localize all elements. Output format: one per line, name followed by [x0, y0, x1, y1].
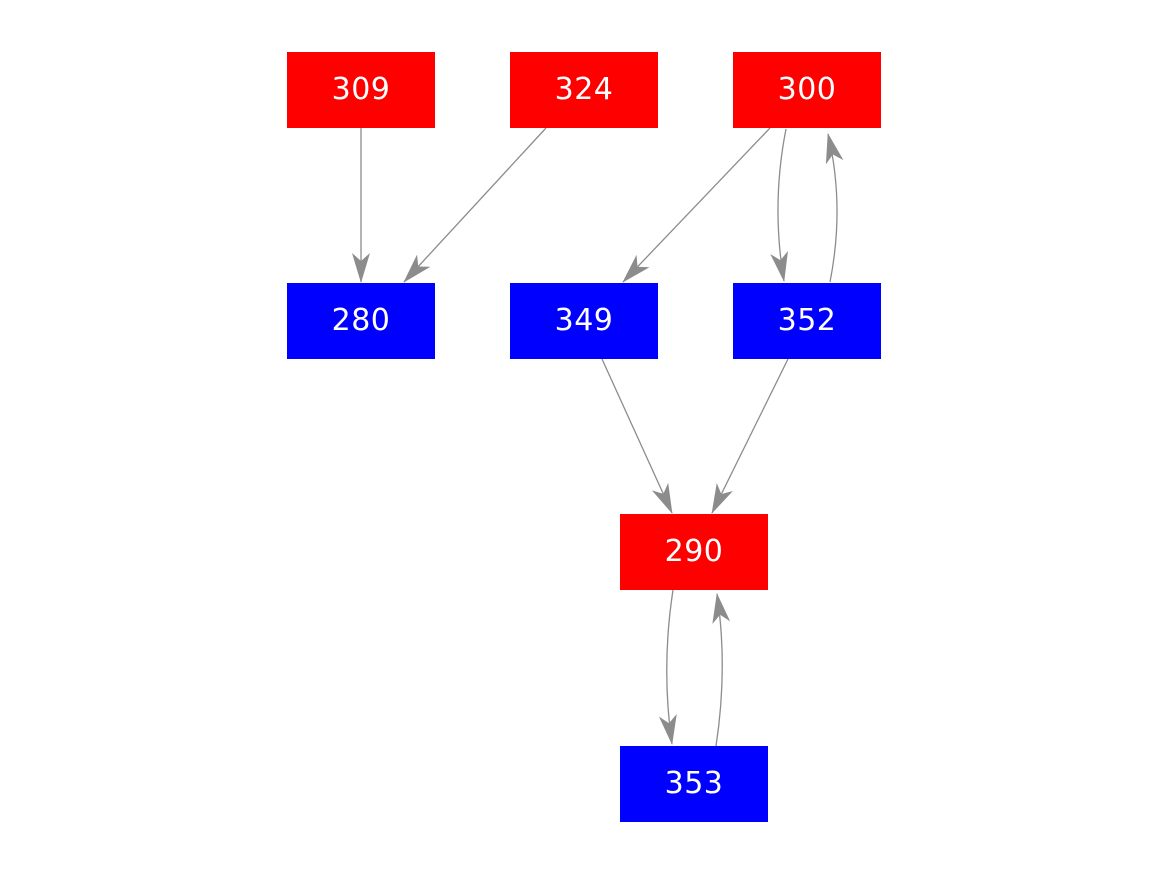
node-349: 349 — [510, 283, 658, 359]
edge-352-300 — [825, 133, 844, 283]
node-352: 352 — [733, 283, 881, 359]
node-324-label: 324 — [554, 72, 614, 107]
edge-290-353 — [658, 589, 677, 745]
node-349-label: 349 — [554, 303, 614, 338]
node-324: 324 — [510, 52, 658, 128]
edge-300-349 — [622, 127, 771, 283]
node-309-label: 309 — [331, 72, 391, 107]
node-309: 309 — [287, 52, 435, 128]
node-290-label: 290 — [664, 534, 724, 569]
edge-352-290 — [711, 358, 789, 514]
node-353: 353 — [620, 746, 768, 822]
edge-324-280 — [403, 127, 547, 283]
node-280-label: 280 — [331, 303, 391, 338]
node-290: 290 — [620, 514, 768, 590]
edge-353-290 — [712, 593, 731, 747]
node-300: 300 — [733, 52, 881, 128]
edge-349-290 — [601, 358, 673, 514]
node-353-label: 353 — [664, 766, 724, 801]
node-300-label: 300 — [777, 72, 837, 107]
node-280: 280 — [287, 283, 435, 359]
node-352-label: 352 — [777, 303, 837, 338]
edge-300-352 — [770, 128, 788, 282]
